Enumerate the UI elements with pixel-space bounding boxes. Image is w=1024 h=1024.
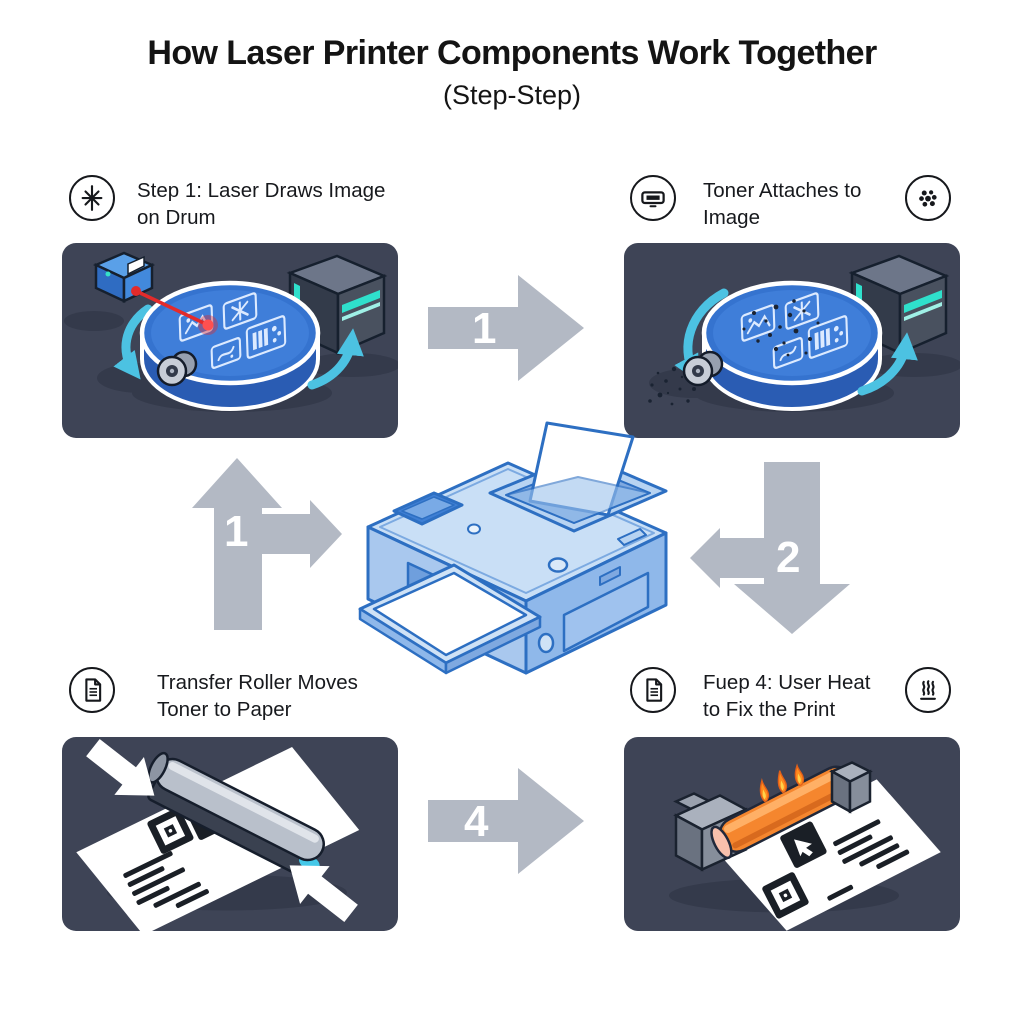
- heat-waves-icon: [905, 667, 951, 713]
- step1-label: Step 1: Laser Draws Image on Drum: [137, 179, 386, 229]
- printer-illustration: [358, 421, 668, 675]
- arrow-number: 2: [776, 533, 801, 582]
- flow-arrow-right: 2: [690, 462, 855, 637]
- arrow-number: 4: [464, 797, 489, 846]
- arrow-number: 1: [472, 304, 497, 353]
- pressure-arrow-in: [289, 865, 358, 923]
- toner-cartridge-icon: [630, 175, 676, 221]
- arrow-number: 1: [224, 507, 249, 556]
- document-icon: [69, 667, 115, 713]
- toner-particles-icon: [905, 175, 951, 221]
- page-title: How Laser Printer Components Work Togeth…: [147, 34, 877, 72]
- panel-step1-laser-drum: [62, 243, 398, 438]
- flow-arrow-top: 1: [428, 271, 586, 385]
- step2-label: Toner Attaches to Image: [703, 179, 862, 229]
- page-subtitle: (Step-Step): [442, 80, 582, 110]
- step3-label: Transfer Roller Moves Toner to Paper: [157, 671, 358, 721]
- flow-arrow-left: 1: [192, 458, 344, 630]
- toner-particles: [742, 299, 820, 357]
- toner-drum-illustration: [648, 254, 960, 412]
- flow-arrow-bottom: 4: [428, 764, 586, 878]
- panel-step2-toner-drum: [624, 243, 960, 438]
- panel-step3-transfer-roller: [62, 737, 398, 931]
- pressure-arrow-in: [86, 738, 155, 796]
- document-icon: [630, 667, 676, 713]
- heat-flames: [759, 763, 805, 803]
- laser-burst-icon: [69, 175, 115, 221]
- panel-step4-fuser: [624, 737, 960, 931]
- laser-drum-illustration: [64, 251, 398, 412]
- step4-label: Fuep 4: User Heat to Fix the Print: [703, 671, 871, 721]
- fuser-illustration: [669, 761, 941, 931]
- transfer-roller-illustration: [76, 738, 360, 931]
